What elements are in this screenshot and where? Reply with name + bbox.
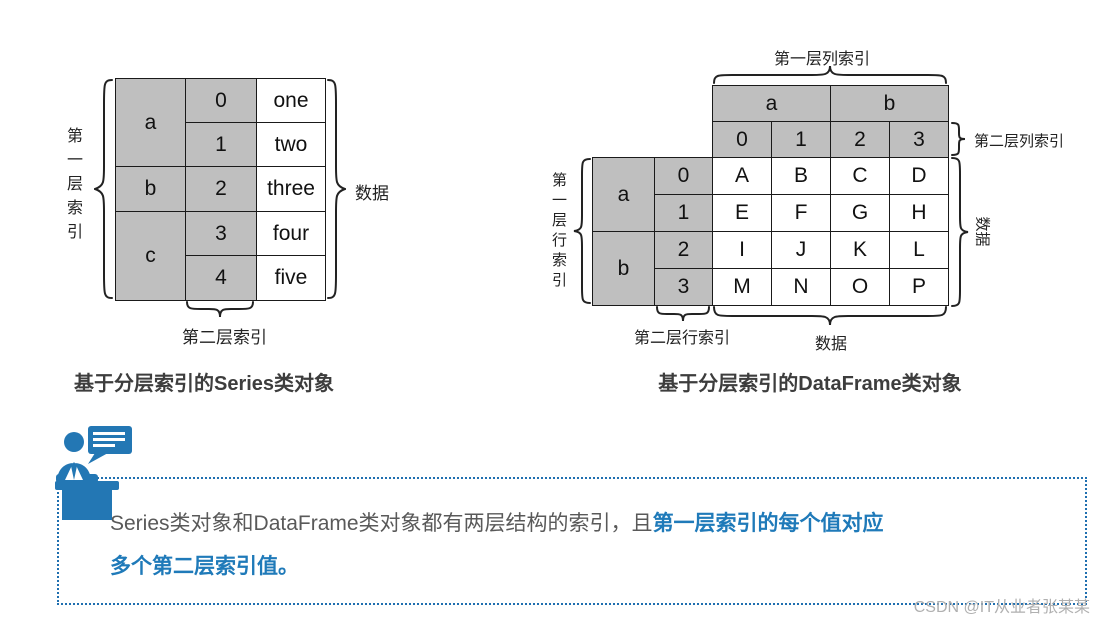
series-l2-cell: 4 bbox=[185, 255, 257, 301]
series-l2-cell: 3 bbox=[185, 211, 257, 256]
df-data-cell: P bbox=[889, 268, 949, 306]
series-left-brace bbox=[94, 79, 113, 299]
series-value-cell: five bbox=[256, 255, 326, 301]
series-l2-cell: 1 bbox=[185, 122, 257, 167]
df-data-cell: D bbox=[889, 157, 949, 195]
df-row-level2-brace bbox=[656, 306, 710, 322]
df-row-l2-cell: 0 bbox=[654, 157, 713, 195]
df-row-l1-cell: a bbox=[592, 157, 655, 232]
df-col-level2-brace bbox=[951, 122, 966, 156]
df-row-l1-cell: b bbox=[592, 231, 655, 306]
series-level1-index-label: 第一层索引 bbox=[64, 127, 81, 247]
df-data-cell: A bbox=[712, 157, 772, 195]
series-value-cell: one bbox=[256, 78, 326, 123]
series-l1-cell: a bbox=[115, 78, 186, 167]
df-data-bottom-brace bbox=[713, 306, 947, 326]
series-right-brace bbox=[327, 79, 346, 299]
df-data-bottom-label: 数据 bbox=[815, 336, 848, 353]
df-data-cell: J bbox=[771, 231, 831, 269]
df-row-l2-cell: 2 bbox=[654, 231, 713, 269]
dataframe-caption: 基于分层索引的DataFrame类对象 bbox=[658, 373, 962, 395]
series-caption: 基于分层索引的Series类对象 bbox=[74, 373, 335, 395]
df-data-cell: K bbox=[830, 231, 890, 269]
df-row-left-brace bbox=[573, 158, 591, 304]
note-line1-bold: 第一层索引的每个值对应 bbox=[652, 512, 884, 535]
series-level2-index-label: 第二层索引 bbox=[182, 328, 267, 347]
df-col-l2-cell: 0 bbox=[712, 121, 772, 158]
df-row-l2-cell: 1 bbox=[654, 194, 713, 232]
df-row-level2-label: 第二层行索引 bbox=[634, 330, 731, 347]
df-data-cell: M bbox=[712, 268, 772, 306]
note-line1-regular: Series类对象和DataFrame类对象都有两层结构的索引，且 bbox=[110, 512, 653, 535]
watermark: CSDN @IT从业者张某某 bbox=[913, 599, 1090, 616]
series-l1-cell: c bbox=[115, 211, 186, 301]
df-data-cell: F bbox=[771, 194, 831, 232]
series-l2-cell: 0 bbox=[185, 78, 257, 123]
df-row-level1-label: 第一层行索引 bbox=[550, 172, 567, 292]
lecturer-speech-icon bbox=[55, 426, 132, 520]
note-line-1: Series类对象和DataFrame类对象都有两层结构的索引，且第一层索引的每… bbox=[110, 502, 1060, 545]
series-value-cell: three bbox=[256, 166, 326, 212]
df-col-l1-cell: a bbox=[712, 85, 831, 122]
df-data-cell: H bbox=[889, 194, 949, 232]
series-value-cell: four bbox=[256, 211, 326, 256]
df-col-level2-label: 第二层列索引 bbox=[974, 133, 1065, 150]
df-data-cell: L bbox=[889, 231, 949, 269]
series-table: a 0 one 1 two b 2 three c 3 four 4 five bbox=[115, 78, 326, 301]
df-data-right-label: 数据 bbox=[973, 216, 991, 247]
df-data-cell: N bbox=[771, 268, 831, 306]
df-data-cell: G bbox=[830, 194, 890, 232]
df-col-l2-cell: 3 bbox=[889, 121, 949, 158]
df-data-cell: I bbox=[712, 231, 772, 269]
df-data-cell: E bbox=[712, 194, 772, 232]
df-data-cell: O bbox=[830, 268, 890, 306]
note-box bbox=[57, 477, 1087, 605]
df-row-l2-cell: 3 bbox=[654, 268, 713, 306]
series-data-label: 数据 bbox=[355, 184, 389, 203]
df-data-table: A B C D E F G H I J K L M N O P bbox=[712, 157, 949, 306]
note-line2-bold: 多个第二层索引值。 bbox=[110, 555, 299, 578]
series-l1-cell: b bbox=[115, 166, 186, 212]
series-l2-cell: 2 bbox=[185, 166, 257, 212]
df-col-l2-cell: 2 bbox=[830, 121, 890, 158]
df-data-right-brace bbox=[951, 157, 969, 307]
series-bottom-brace bbox=[186, 301, 254, 318]
note-text: Series类对象和DataFrame类对象都有两层结构的索引，且第一层索引的每… bbox=[110, 502, 1060, 588]
note-line-2: 多个第二层索引值。 bbox=[110, 545, 1060, 588]
df-row-index-table: a 0 1 b 2 3 bbox=[592, 157, 713, 306]
df-column-header-table: a b 0 1 2 3 bbox=[712, 85, 949, 158]
df-top-brace bbox=[713, 65, 947, 84]
df-col-l1-cell: b bbox=[830, 85, 949, 122]
series-value-cell: two bbox=[256, 122, 326, 167]
df-col-l2-cell: 1 bbox=[771, 121, 831, 158]
df-col-level1-label: 第一层列索引 bbox=[773, 51, 870, 68]
df-data-cell: C bbox=[830, 157, 890, 195]
df-data-cell: B bbox=[771, 157, 831, 195]
